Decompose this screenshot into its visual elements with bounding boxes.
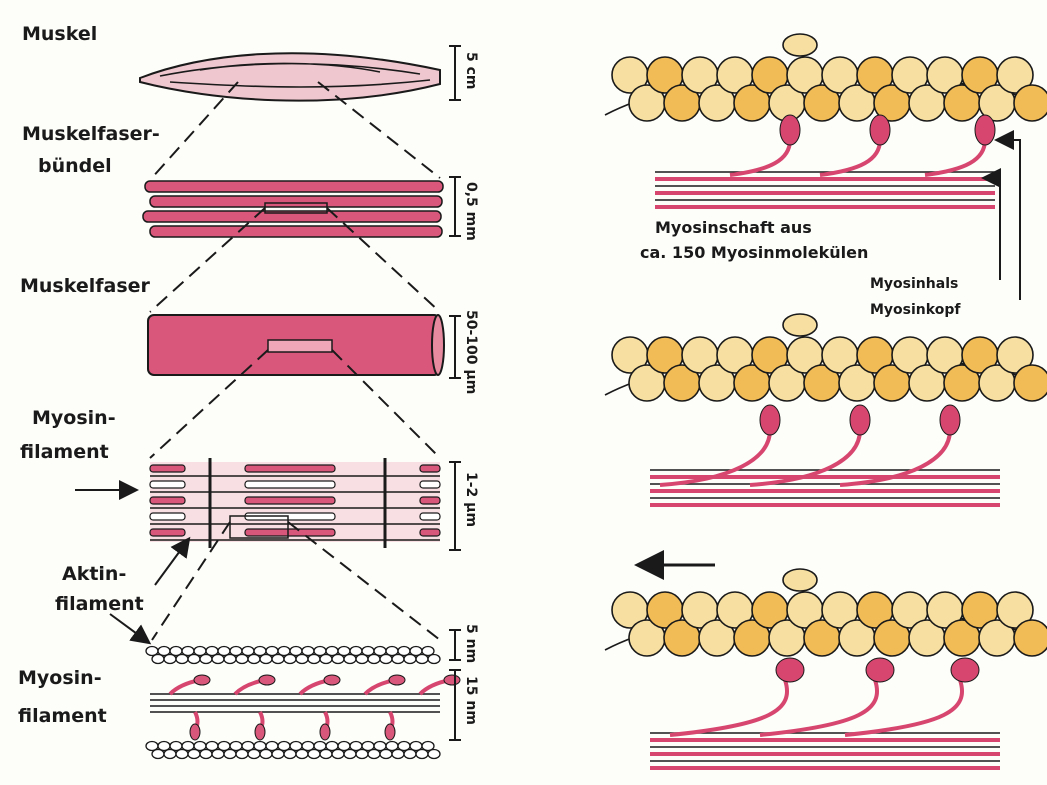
myosin-head xyxy=(323,674,341,686)
scale-bars xyxy=(449,45,461,741)
muscle-fiber-bundle-drawing xyxy=(142,180,444,238)
actin-monomer xyxy=(427,653,441,665)
scale-label-muscle: 5 cm xyxy=(463,52,479,90)
myosin-segment xyxy=(419,528,441,537)
myosin-neck xyxy=(759,679,879,737)
label-myosinschaft-1: Myosinschaft aus xyxy=(655,218,812,237)
scale-label-actin: 5 nm xyxy=(463,624,479,663)
label-myosinschaft-2: ca. 150 Myosinmolekülen xyxy=(640,243,868,262)
actin-monomer xyxy=(427,748,441,760)
myosin-neck xyxy=(729,139,792,177)
label-myosinhals: Myosinhals xyxy=(870,276,958,292)
myosin-segment xyxy=(149,480,186,489)
myosin-segment xyxy=(244,480,336,489)
pointer-myosinhals xyxy=(981,168,1001,280)
myosin-head xyxy=(865,657,895,683)
myosin-head xyxy=(779,114,801,146)
myosin-head xyxy=(939,404,961,436)
myosin-head xyxy=(950,657,980,683)
arrow-aktin-filament-2 xyxy=(109,613,152,645)
myosin-neck xyxy=(749,429,862,487)
myosin-segment xyxy=(244,464,336,473)
myosin-neck xyxy=(659,429,772,487)
tropomyosin-bead xyxy=(782,568,818,592)
myosin-segment xyxy=(419,512,441,521)
myosin-neck xyxy=(924,139,987,177)
label-muskelfaser-buendel-1: Muskelfaser- xyxy=(22,123,160,145)
myosin-segment xyxy=(244,496,336,505)
myosin-segment xyxy=(244,528,336,537)
actin-bead xyxy=(996,56,1034,94)
zoom-lines-2 xyxy=(149,207,441,313)
myosin-head xyxy=(775,657,805,683)
myosin-head xyxy=(193,674,211,686)
actin-monomer xyxy=(421,740,435,752)
myosin-segment xyxy=(419,496,441,505)
actin-bead xyxy=(1013,364,1047,402)
myosin-neck xyxy=(844,679,964,737)
muscle-drawing xyxy=(139,52,441,102)
myosin-head xyxy=(849,404,871,436)
label-muskelfaser: Muskelfaser xyxy=(20,275,151,297)
scale-label-sarcomere: 1-2 µm xyxy=(463,472,479,527)
myosin-head xyxy=(254,723,266,741)
muscle-fiber-drawing xyxy=(147,314,445,376)
tropomyosin-bead xyxy=(782,33,818,57)
label-muskelfaser-buendel-2: bündel xyxy=(38,155,112,177)
label-myosinfilament-2a: Myosin- xyxy=(18,667,102,689)
myosin-segment xyxy=(149,512,186,521)
actin-monomer xyxy=(421,645,435,657)
pointer-myosinkopf xyxy=(994,130,1021,300)
label-muskel: Muskel xyxy=(22,23,97,45)
myosin-head xyxy=(319,723,331,741)
myosin-head xyxy=(189,723,201,741)
myosin-segment xyxy=(419,464,441,473)
scale-label-fiber: 50-100 µm xyxy=(463,310,479,394)
myosin-neck xyxy=(819,139,882,177)
myosin-head xyxy=(258,674,276,686)
myosin-head xyxy=(759,404,781,436)
tropomyosin-bead xyxy=(782,313,818,337)
label-myosinfilament-1b: filament xyxy=(20,441,109,463)
zoom-lines-4 xyxy=(151,521,441,641)
sarcomere-drawing xyxy=(149,458,441,548)
myosin-head xyxy=(869,114,891,146)
myosin-segment xyxy=(149,496,186,505)
myosin-head xyxy=(443,674,461,686)
crossbridge-cycle-panels xyxy=(604,33,1047,770)
actin-myosin-molecular-drawing xyxy=(145,645,461,760)
myosin-neck xyxy=(839,429,952,487)
scale-label-bundle: 0,5 mm xyxy=(463,182,479,241)
actin-bead xyxy=(996,591,1034,629)
zoom-box xyxy=(229,515,289,539)
actin-bead xyxy=(996,336,1034,374)
myosin-head xyxy=(388,674,406,686)
label-myosinfilament-1a: Myosin- xyxy=(32,407,116,429)
label-myosinfilament-2b: filament xyxy=(18,705,107,727)
actin-bead xyxy=(1013,619,1047,657)
myosin-head xyxy=(974,114,996,146)
myosin-neck xyxy=(669,679,789,737)
scale-label-myosin: 15 nm xyxy=(463,676,479,725)
actin-bead xyxy=(1013,84,1047,122)
myosin-segment xyxy=(419,480,441,489)
label-aktinfilament-a: Aktin- xyxy=(62,563,126,585)
myosin-segment xyxy=(149,528,186,537)
zoom-lines-3 xyxy=(149,349,441,459)
arrow-aktin-filament-1 xyxy=(154,536,191,586)
zoom-lines-1 xyxy=(149,81,441,181)
label-myosinkopf: Myosinkopf xyxy=(870,302,961,318)
myosin-segment xyxy=(149,464,186,473)
myosin-head xyxy=(384,723,396,741)
label-aktinfilament-b: filament xyxy=(55,593,144,615)
